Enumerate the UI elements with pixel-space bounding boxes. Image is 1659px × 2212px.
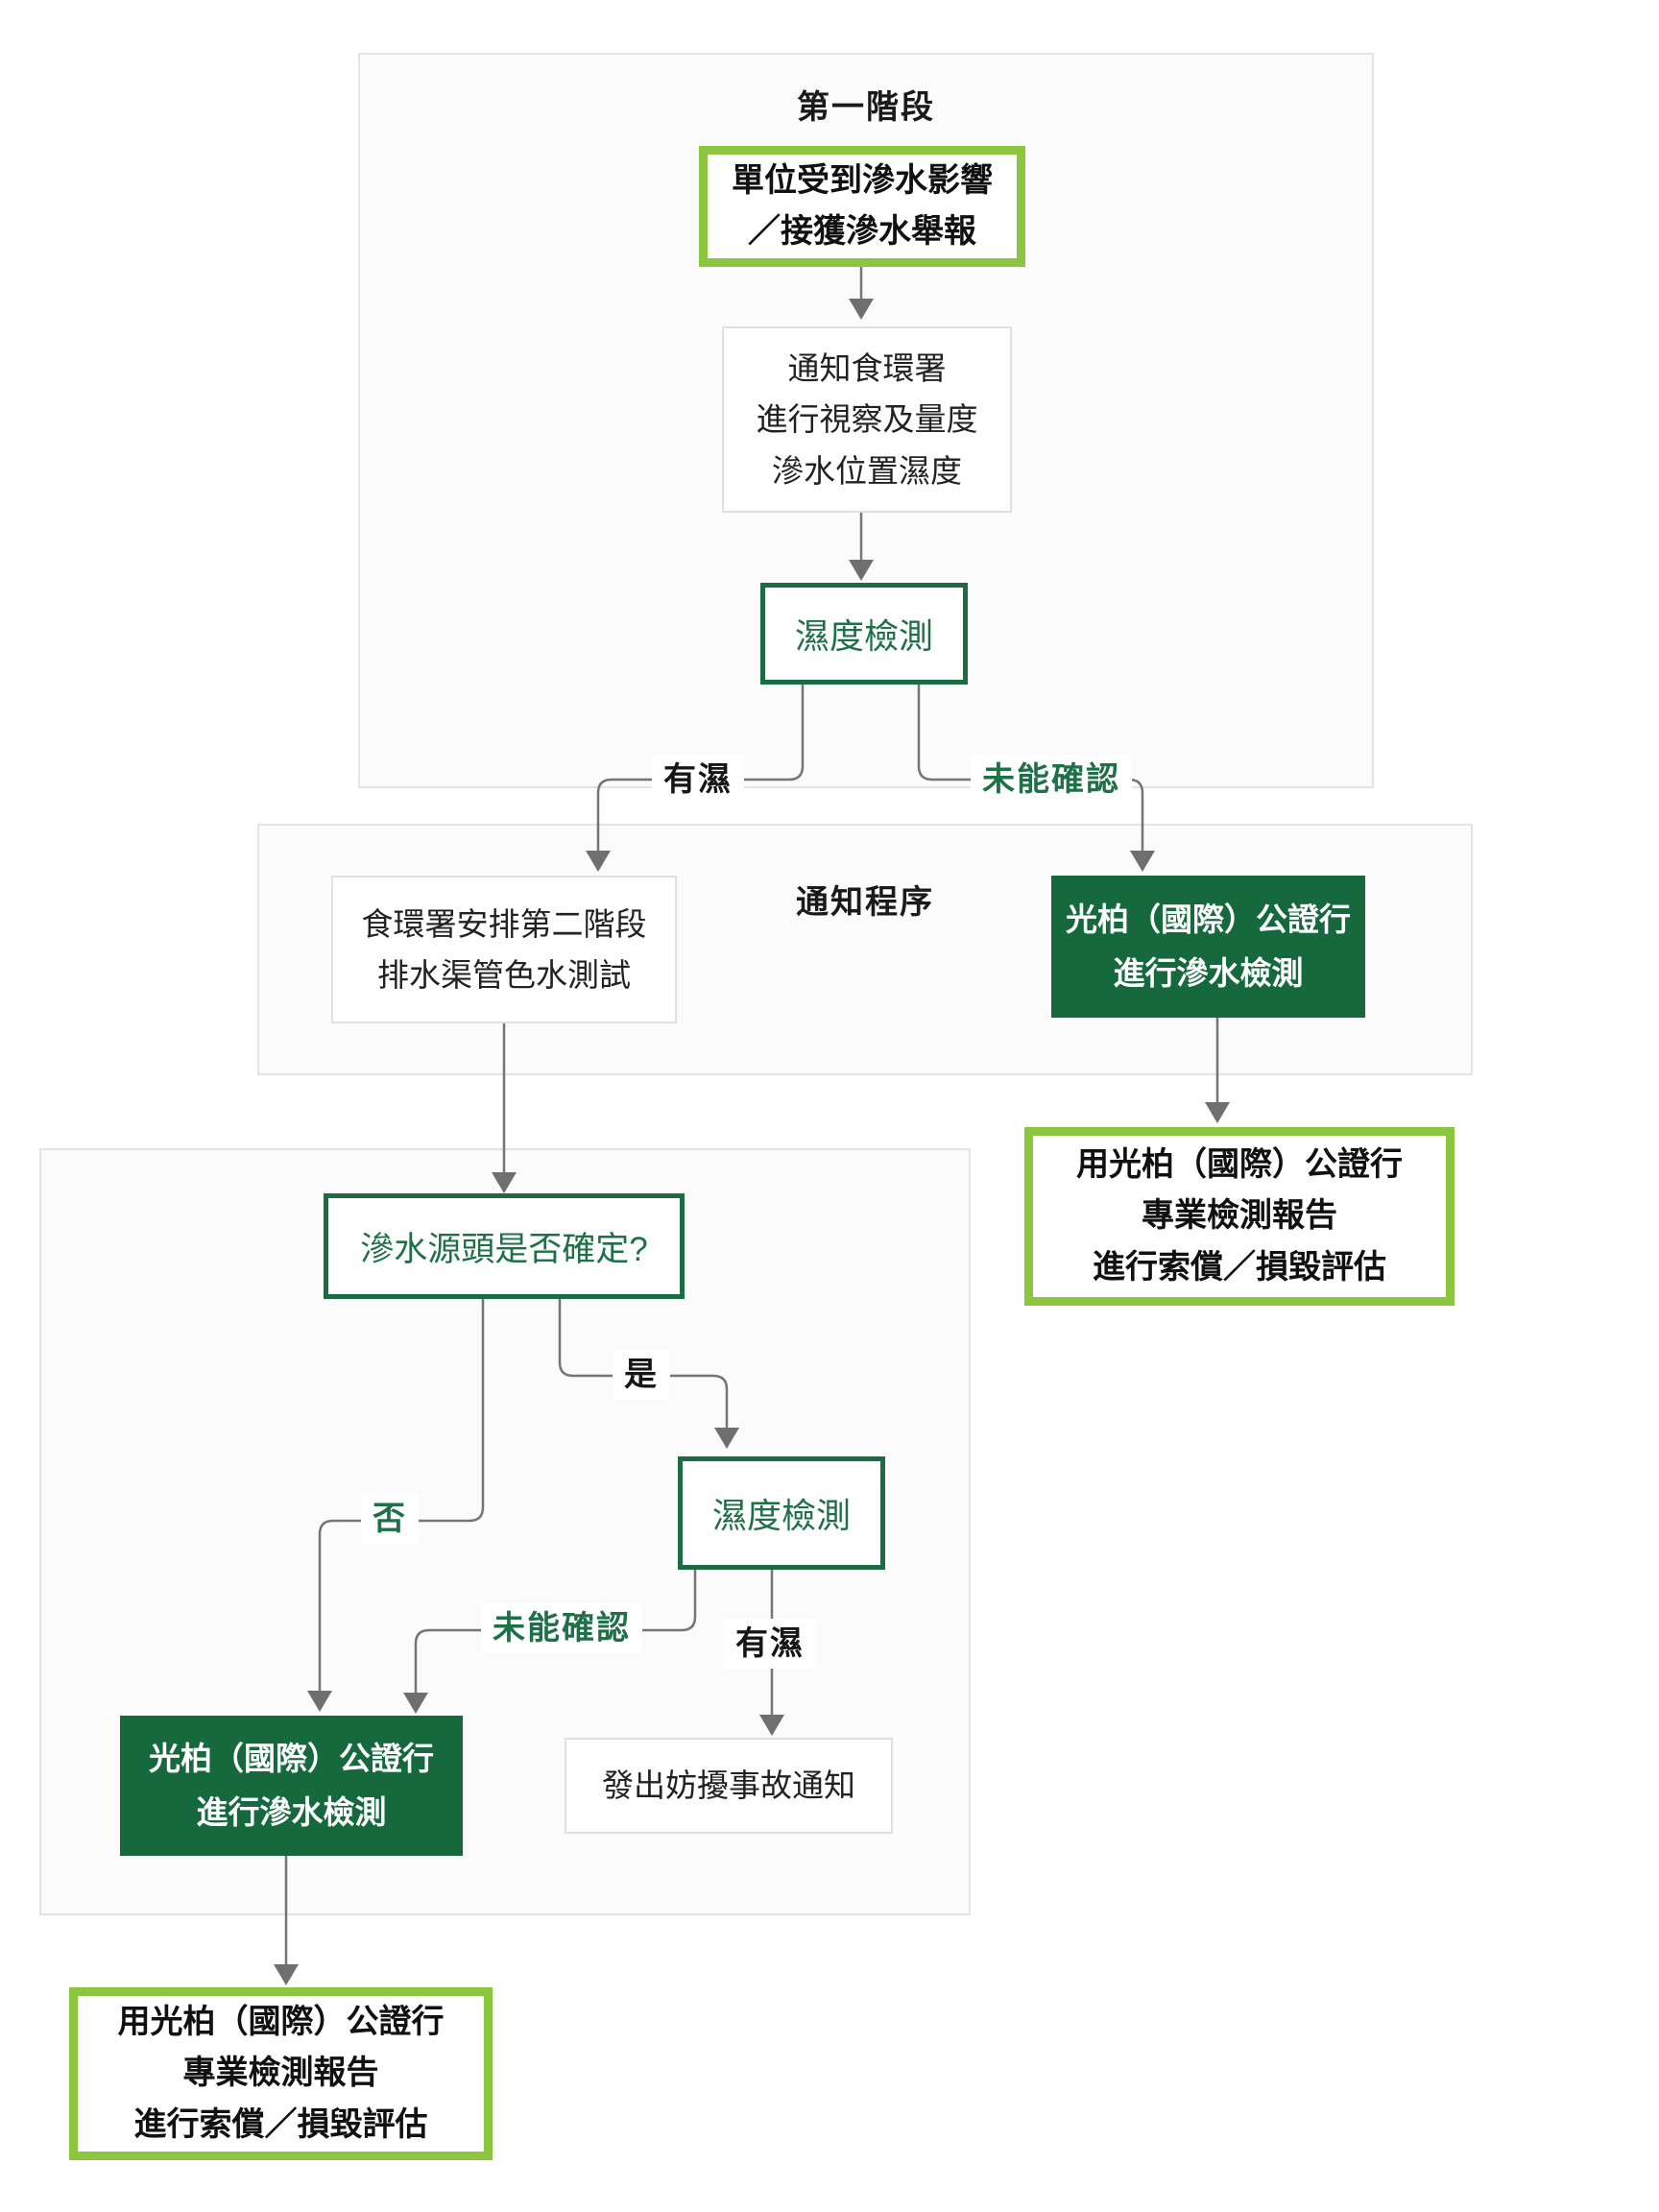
arrowhead [714,1428,739,1449]
arrowhead [849,560,874,581]
edge-label-wet-2: 有濕 [724,1619,816,1669]
edge-label-unconfirmed-2: 未能確認 [481,1603,642,1653]
edge-label-no: 否 [361,1494,419,1544]
arrowhead [759,1715,784,1736]
node-notify-fehd: 通知食環署 進行視察及量度 滲水位置濕度 [722,326,1012,513]
node-source-question: 滲水源頭是否確定? [324,1193,685,1299]
node-moisture-test-1: 濕度檢測 [760,583,968,685]
arrowhead [492,1172,517,1193]
arrowhead [1130,851,1155,872]
node-moisture-test-2: 濕度檢測 [678,1456,885,1570]
node-claim-report-right: 用光柏（國際）公證行 專業檢測報告 進行索償／損毀評估 [1024,1127,1455,1306]
arrowhead [849,299,874,320]
edge-label-yes: 是 [613,1350,670,1400]
node-fehd-stage2: 食環署安排第二階段 排水渠管色水測試 [331,876,677,1023]
edge-label-unconfirmed-1: 未能確認 [971,755,1132,805]
arrowhead [307,1691,332,1712]
node-kb-survey-1: 光柏（國際）公證行 進行滲水檢測 [1051,876,1365,1018]
arrowhead [1205,1102,1230,1123]
arrowhead [403,1693,428,1714]
edge-label-wet-1: 有濕 [652,755,744,805]
node-nuisance-notice: 發出妨擾事故通知 [565,1738,893,1834]
node-claim-report-bottom: 用光柏（國際）公證行 專業檢測報告 進行索償／損毀評估 [69,1987,493,2160]
notice-procedure-title: 通知程序 [796,884,934,921]
arrowhead [274,1964,299,1985]
node-kb-survey-2: 光柏（國際）公證行 進行滲水檢測 [120,1716,463,1856]
node-affected-unit: 單位受到滲水影響 ／接獲滲水舉報 [699,146,1025,267]
phase1-title: 第一階段 [797,89,935,126]
arrowhead [586,851,611,872]
